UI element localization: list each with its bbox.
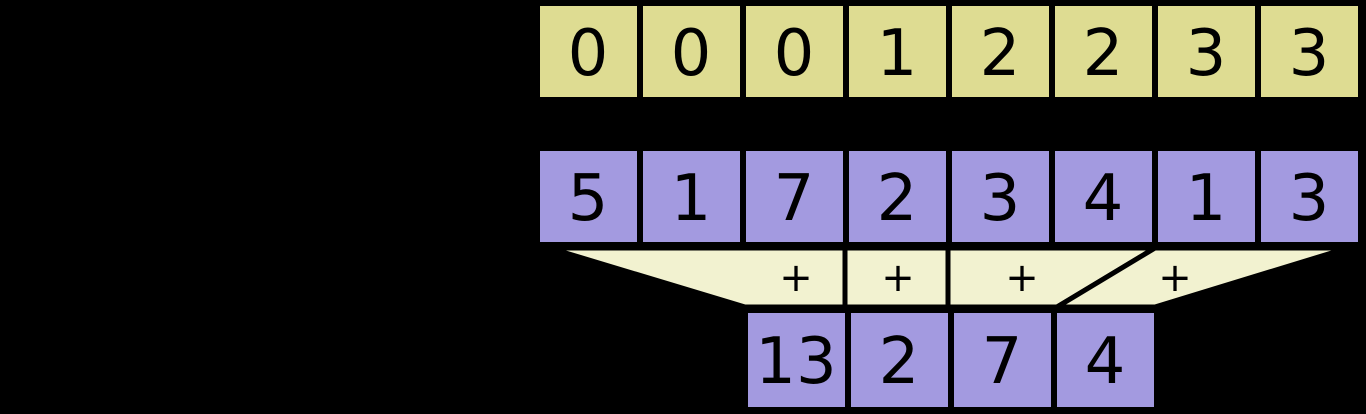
value-cell-label: 2	[877, 162, 918, 236]
result-row: 13 2 7 4	[742, 307, 1160, 413]
segment-id-cell-label: 3	[1186, 17, 1227, 91]
value-cell-label: 1	[671, 162, 712, 236]
segment-id-cell-label: 2	[980, 17, 1021, 91]
segment-id-cell	[1049, 0, 1158, 103]
segment-id-cell	[637, 0, 746, 103]
plus-operator: +	[881, 255, 915, 301]
value-row: 5 1 7 2 3 4 1 3	[534, 145, 1364, 248]
value-cell-label: 7	[774, 162, 815, 236]
segment-id-cell-label: 0	[774, 17, 815, 91]
value-cell-label: 3	[980, 162, 1021, 236]
plus-operator: +	[1158, 255, 1192, 301]
segment-id-cell-label: 3	[1289, 17, 1330, 91]
result-cell-label: 2	[879, 325, 920, 399]
segment-id-cell-label: 0	[671, 17, 712, 91]
value-cell	[1152, 145, 1261, 248]
result-cell	[742, 307, 851, 413]
result-cell-label: 13	[755, 325, 836, 399]
value-cell-label: 4	[1083, 162, 1124, 236]
funnel-group	[548, 245, 1349, 310]
value-cell-label: 3	[1289, 162, 1330, 236]
segment-id-cell-label: 2	[1083, 17, 1124, 91]
segment-id-cell-label: 0	[568, 17, 609, 91]
operator-row: + + + +	[779, 255, 1192, 301]
segment-id-cell	[1255, 0, 1364, 103]
result-cell	[845, 307, 954, 413]
result-cell-label: 7	[982, 325, 1023, 399]
result-cell-label: 4	[1085, 325, 1126, 399]
plus-operator: +	[779, 255, 813, 301]
plus-operator: +	[1005, 255, 1039, 301]
segment-id-row: 0 0 0 1 2 2 3 3	[534, 0, 1364, 103]
result-cell	[1051, 307, 1160, 413]
value-cell	[1255, 145, 1364, 248]
segment-id-cell	[843, 0, 952, 103]
value-cell-label: 1	[1186, 162, 1227, 236]
segment-id-cell-label: 1	[877, 17, 918, 91]
value-cell-label: 5	[568, 162, 609, 236]
